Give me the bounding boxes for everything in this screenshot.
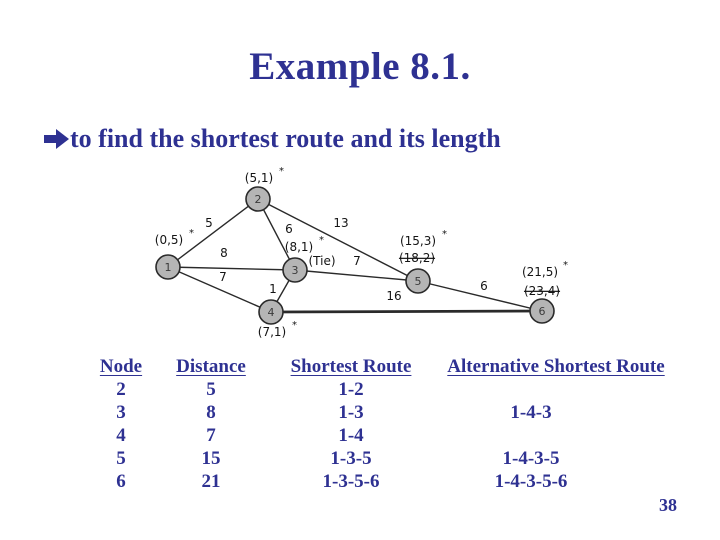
node-4-circle (258, 299, 284, 325)
bullet-line: to find the shortest route and its lengt… (44, 124, 684, 154)
node-1-state-label: (0,5) (155, 233, 183, 247)
node-3-star: * (319, 235, 324, 246)
node-6-state-label: (21,5) (522, 265, 558, 279)
table-cell-route: 1-3-5 (330, 448, 372, 469)
node-5-state-label: (15,3) (400, 234, 436, 248)
edge-3-5 (294, 269, 419, 282)
edge-weight-2-3: 6 (285, 222, 293, 236)
node-6-circle (529, 298, 555, 324)
column-header-node: Node (99, 356, 143, 377)
route-table: Node Distance Shortest Route Alternative… (86, 355, 676, 493)
table-cell-node: 5 (116, 448, 126, 469)
node-5-id: 5 (415, 275, 422, 288)
edge-1-2 (167, 198, 259, 268)
page-number: 38 (659, 495, 677, 515)
table-cell-distance: 15 (201, 448, 221, 469)
node-3-tie-note: (Tie) (308, 254, 335, 268)
page-title: Example 8.1. (249, 45, 471, 88)
node-1-id: 1 (165, 261, 172, 274)
column-header-alternative-shortest-route: Alternative Shortest Route (447, 356, 665, 377)
edge-2-5 (257, 198, 419, 282)
table-cell-node: 6 (116, 471, 126, 492)
node-6-star: * (563, 260, 568, 271)
column-header-distance: Distance (176, 356, 246, 377)
table-cell-route: 1-4 (338, 425, 364, 446)
node-5-star: * (442, 229, 447, 240)
table-cell-alt-route: 1-4-3-5 (502, 448, 560, 469)
edge-1-4 (167, 266, 272, 313)
node-6-id: 6 (539, 305, 546, 318)
bullet-text: to find the shortest route and its lengt… (70, 124, 501, 153)
edge-weight-4-6: 16 (386, 289, 401, 303)
node-5-circle (405, 268, 431, 294)
node-2-circle (245, 186, 271, 212)
table-cell-alt-route: 1-4-3 (510, 402, 552, 423)
table-cell-alt-route (436, 424, 676, 447)
node-6-crossed-label: (23,4) (524, 284, 560, 298)
node-1-star: * (189, 228, 194, 239)
node-3-id: 3 (292, 264, 299, 277)
table-cell-distance: 8 (206, 402, 216, 423)
edge-weight-2-5: 13 (333, 216, 348, 230)
right-arrow-icon (44, 129, 69, 149)
table-cell-node: 3 (116, 402, 126, 423)
node-2-star: * (279, 166, 284, 177)
table-cell-distance: 5 (206, 379, 216, 400)
edge-1-3 (167, 266, 296, 271)
node-3-state-label: (8,1) (285, 240, 313, 254)
table-cell-route: 1-2 (338, 379, 364, 400)
table-cell-route: 1-3 (338, 402, 364, 423)
table-cell-alt-route (436, 378, 676, 401)
node-5-crossed-label: (18,2) (399, 251, 435, 265)
node-2-id: 2 (255, 193, 262, 206)
edge-weight-5-6: 6 (480, 279, 488, 293)
table-cell-alt-route: 1-4-3-5-6 (494, 471, 568, 492)
table-cell-node: 2 (116, 379, 126, 400)
node-3-circle (282, 257, 308, 283)
right-arrow-head (56, 129, 69, 149)
table-cell-route: 1-3-5-6 (322, 471, 380, 492)
node-4-id: 4 (268, 306, 275, 319)
node-2-state-label: (5,1) (245, 171, 273, 185)
edge-weight-1-2: 5 (205, 216, 213, 230)
edge-5-6 (417, 280, 543, 312)
node-1-circle (155, 254, 181, 280)
node-4-star: * (292, 320, 297, 331)
table-cell-node: 4 (116, 425, 126, 446)
edge-weight-1-4: 7 (219, 270, 227, 284)
table-cell-distance: 21 (201, 471, 221, 492)
edge-weight-1-3: 8 (220, 246, 228, 260)
edge-weight-3-4: 1 (269, 282, 277, 296)
edge-weight-3-5: 7 (353, 254, 361, 268)
edge-2-3 (257, 198, 296, 271)
right-arrow-shaft (44, 135, 57, 143)
column-header-shortest-route: Shortest Route (290, 356, 412, 377)
edge-4-6 (270, 309, 543, 314)
table-cell-distance: 7 (206, 425, 216, 446)
node-4-state-label: (7,1) (258, 325, 286, 339)
